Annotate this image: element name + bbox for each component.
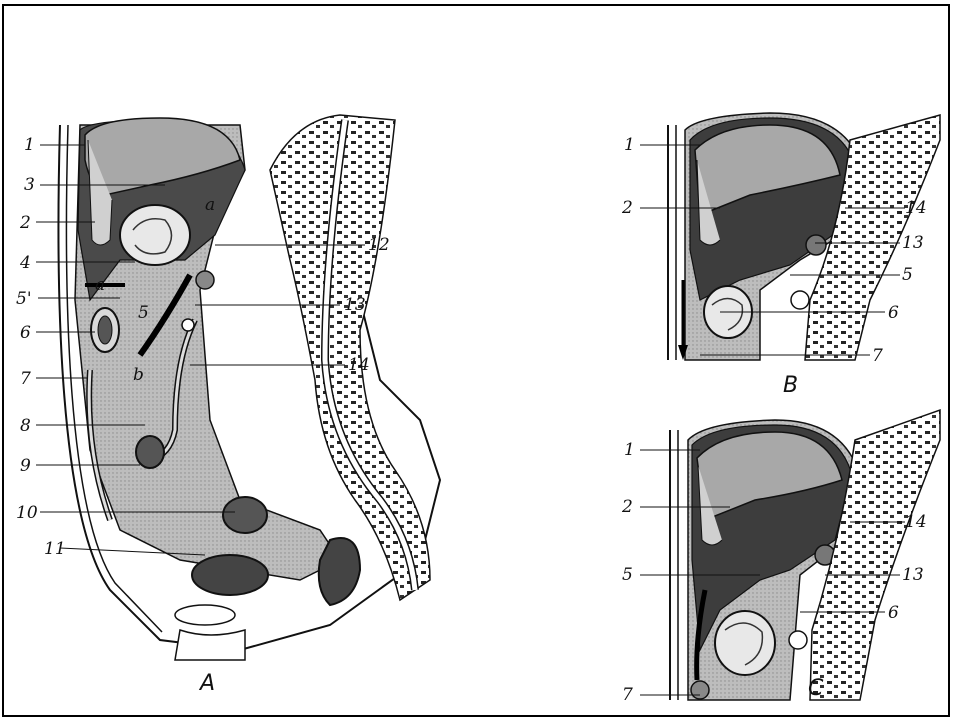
label-b-7: 7 [872, 346, 883, 366]
label-a-1: 1 [24, 135, 35, 155]
label-a-b: b [133, 365, 144, 385]
panel-a-caption: A [198, 671, 215, 696]
label-a-9: 9 [20, 456, 31, 476]
label-a-3: 3 [24, 175, 35, 195]
label-c-13: 13 [902, 565, 924, 585]
label-a-4: 4 [19, 253, 31, 273]
label-a-13: 13 [344, 295, 366, 315]
label-c-6: 6 [888, 603, 899, 623]
label-b-5: 5 [902, 265, 913, 285]
label-b-13: 13 [902, 233, 924, 253]
label-a-11: 11 [44, 539, 66, 559]
panel-c-caption: C [808, 676, 824, 701]
label-a-12: 12 [368, 235, 390, 255]
label-c-1: 1 [624, 440, 635, 460]
label-a-7: 7 [20, 369, 31, 389]
label-c-5: 5 [622, 565, 633, 585]
label-c-7: 7 [622, 685, 633, 705]
label-a-a-lower: a [95, 275, 105, 295]
panel-a [58, 115, 440, 660]
label-a-14: 14 [348, 355, 370, 375]
label-a-a-upper: a [205, 195, 215, 215]
label-a-5: 5 [138, 303, 149, 323]
panel-b-caption: B [783, 373, 798, 398]
panel-c [670, 410, 940, 700]
label-c-2: 2 [621, 497, 633, 517]
label-a-6: 6 [20, 323, 31, 343]
label-c-14: 14 [905, 512, 927, 532]
label-a-10: 10 [16, 503, 38, 523]
label-b-6: 6 [888, 303, 899, 323]
label-b-1: 1 [624, 135, 635, 155]
panel-b [668, 113, 940, 360]
label-b-14: 14 [905, 198, 927, 218]
label-b-2: 2 [621, 198, 633, 218]
label-a-2: 2 [19, 213, 31, 233]
label-a-5prime: 5' [16, 289, 32, 309]
label-a-8: 8 [20, 416, 31, 436]
